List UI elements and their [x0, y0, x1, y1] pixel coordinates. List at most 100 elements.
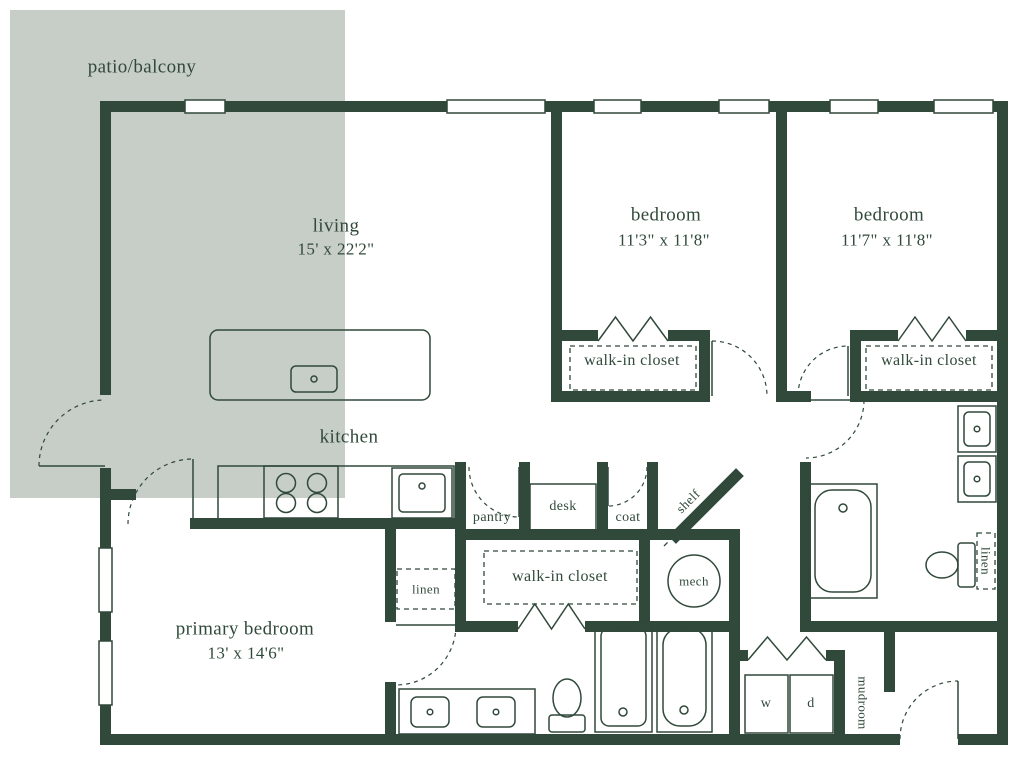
dashed-layer [396, 345, 996, 610]
primary-vanity [398, 688, 536, 735]
wall-patio-stub [111, 489, 136, 500]
closet2-shelf-dashed [865, 345, 993, 391]
coat-label: coat [615, 510, 641, 525]
wall-closet1-nub-right [668, 330, 710, 341]
washer-box [744, 674, 789, 734]
wall-wd-nub-left [740, 650, 748, 661]
wall-hall-b [776, 391, 811, 402]
bedroom1-label: bedroom [630, 204, 702, 226]
wall-corridor-west [729, 529, 740, 632]
wall-primary-right-a [385, 518, 396, 622]
dryer-box [789, 674, 834, 734]
wall-primary-top [190, 518, 460, 529]
entry-door-arc [899, 680, 959, 740]
bedroom1-dimensions: 11'3" x 11'8" [618, 230, 710, 250]
wall-coat-right [647, 462, 658, 540]
linen-primary-dashed [396, 568, 456, 610]
bedroom2-door-arc [797, 345, 849, 397]
wall-bath2-bottom [800, 621, 1008, 632]
walk-in-closet2-label: walk-in closet [881, 352, 977, 369]
wall-living-bedroom1 [551, 101, 562, 402]
patio-area [10, 10, 345, 498]
stove-burner [275, 492, 297, 514]
patio-balcony-label: patio/balcony [87, 56, 197, 78]
wall-closet2-nub-left [850, 330, 898, 341]
bedroom2-label: bedroom [853, 204, 925, 226]
primary-shower-pan [600, 627, 647, 727]
wall-closet1-right [699, 330, 710, 402]
primary-closet-bifold [517, 602, 586, 631]
desk-label: desk [549, 499, 577, 514]
wall-primary-right-b [385, 682, 396, 745]
primary-vanity-sink-right [476, 696, 516, 728]
washer-label: w [760, 696, 772, 711]
desk-surface [529, 483, 597, 531]
window-living-wide [446, 99, 546, 114]
primary-toilet-tank [548, 714, 586, 733]
bath2-tub-basin [814, 489, 872, 593]
wall-closet2-left [850, 330, 861, 402]
primary-closet-shelf-dashed [483, 550, 638, 605]
kitchen-island [209, 329, 431, 401]
bedroom1-door-arc [711, 340, 768, 397]
kitchen-sink [391, 467, 453, 519]
dryer-label: d [807, 696, 815, 711]
island-sink [290, 365, 338, 393]
bath2-vanity-lower [957, 455, 997, 503]
linen-bath-dashed [976, 532, 996, 590]
wall-wd-nub-right [826, 650, 834, 661]
living-room-label: living [312, 215, 360, 237]
bath2-sink-lower [963, 461, 991, 497]
bedroom2-dimensions: 11'7" x 11'8" [841, 230, 933, 250]
primary-bedroom-door-arc [127, 458, 194, 525]
primary-bedroom-dimensions: 13' x 14'6" [207, 643, 285, 663]
mech-unit [667, 554, 721, 608]
wall-block-left [455, 462, 466, 632]
pantry-door-arc [468, 466, 520, 518]
closet2-bifold [897, 315, 967, 343]
wall-bath-top-a [455, 621, 518, 632]
bath2-sink-upper [963, 411, 991, 447]
linen-bath-label: linen [978, 547, 994, 575]
mudroom-label: mudroom [855, 676, 871, 730]
pantry-label: pantry [472, 510, 512, 525]
sink-drain [426, 708, 434, 716]
wall-bottom-left [100, 734, 900, 745]
bifold-doors-layer [517, 315, 967, 662]
primary-tub-basin [662, 627, 707, 727]
island-sink-drain [310, 375, 318, 383]
tub-drain [838, 503, 848, 513]
kitchen-label: kitchen [319, 426, 379, 448]
wall-bath-top-b [585, 621, 740, 632]
window-bedroom1-left [593, 99, 642, 114]
sink-drain [973, 475, 981, 483]
mech-label: mech [679, 573, 709, 589]
window-bedroom1-right [718, 99, 770, 114]
primary-vanity-sink-left [410, 696, 450, 728]
wall-left-upper [100, 101, 111, 395]
washer-dryer-bifold [747, 635, 827, 662]
primary-bath-door-arc [395, 624, 457, 686]
walk-in-closet1-label: walk-in closet [584, 352, 680, 369]
fixtures-layer [209, 329, 997, 735]
stove [263, 465, 339, 519]
bath2-door-arc [805, 399, 865, 459]
primary-tub [656, 621, 713, 733]
shower-drain [618, 707, 628, 717]
living-room-dimensions: 15' x 22'2" [297, 239, 375, 259]
bath2-tub [808, 483, 878, 599]
wall-row-bottom [455, 529, 740, 540]
primary-bedroom-label: primary bedroom [175, 618, 315, 640]
tub-drain [679, 705, 689, 715]
window-bedroom2-right [933, 99, 994, 114]
sink-drain [492, 708, 500, 716]
wall-shelf-diagonal [668, 468, 744, 544]
kitchen-sink-drain [418, 482, 426, 490]
wall-closet2-nub-right [966, 330, 1008, 341]
primary-closet-label: walk-in closet [512, 568, 608, 585]
wall-mudroom-right [884, 632, 895, 692]
wall-bottom-right [958, 734, 1008, 745]
stove-burner [306, 472, 328, 494]
stove-burner [275, 472, 297, 494]
